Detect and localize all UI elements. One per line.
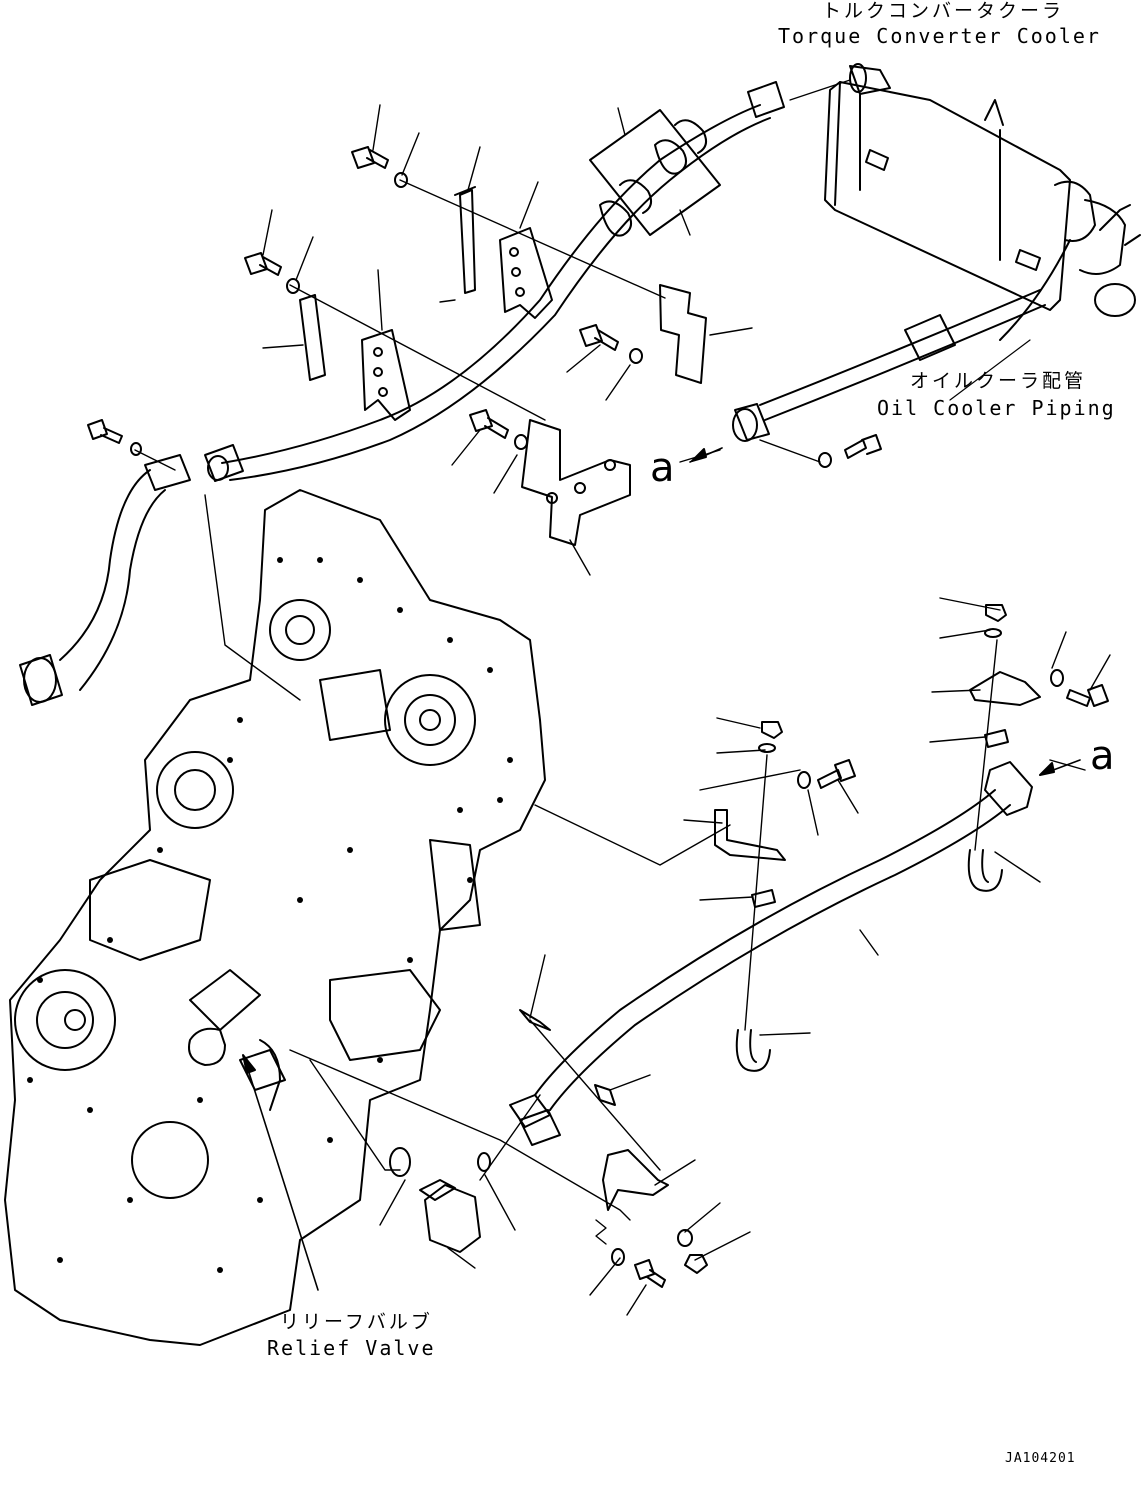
torque-converter-cooler-label-ja: トルクコンバータクーラ xyxy=(822,0,1065,22)
relief-valve-part xyxy=(390,1148,490,1252)
relief-valve-label-ja: リリーフバルブ xyxy=(280,1311,433,1333)
drawing-code: JA104201 xyxy=(1005,1451,1076,1466)
oil-cooler-piping-label: Oil Cooler Piping xyxy=(877,396,1116,420)
arrows xyxy=(243,448,1080,1290)
reference-a-right: a xyxy=(1090,733,1115,779)
upper-hose xyxy=(205,82,784,481)
lower-fasteners xyxy=(520,605,1108,1287)
upper-brackets xyxy=(522,285,706,545)
oil-cooler-pipe xyxy=(733,290,1045,441)
leader-lines xyxy=(135,105,1110,1315)
hose-clamp-brackets xyxy=(300,187,552,420)
reference-a-top: a xyxy=(650,445,675,491)
transmission-housing xyxy=(5,490,545,1345)
label-leaders xyxy=(790,80,1030,400)
torque-converter-cooler-label: Torque Converter Cooler xyxy=(778,24,1101,48)
lower-pipe xyxy=(510,762,1032,1145)
relief-valve-label: Relief Valve xyxy=(267,1336,436,1360)
upper-fasteners xyxy=(88,147,881,467)
oil-cooler-piping-label-ja: オイルクーラ配管 xyxy=(910,370,1087,392)
torque-converter-cooler xyxy=(825,64,1140,340)
left-outlet-pipe xyxy=(20,455,190,705)
